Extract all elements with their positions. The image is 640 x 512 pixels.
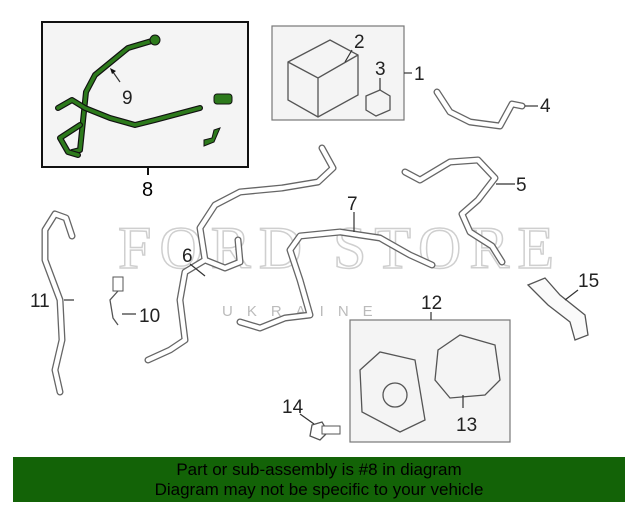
callout-13: 13 (456, 415, 477, 436)
part-5-tube[interactable] (401, 156, 515, 266)
callout-14: 14 (282, 397, 304, 418)
callout-8: 8 (142, 179, 153, 201)
callout-4: 4 (540, 96, 551, 117)
part-4-tube[interactable] (433, 88, 538, 130)
callout-9: 9 (122, 88, 133, 109)
part-1-canister-box[interactable] (271, 25, 412, 121)
part-8-assembly-box[interactable] (41, 21, 249, 168)
callout-2: 2 (354, 32, 365, 53)
callout-12: 12 (421, 293, 442, 314)
part-14-bolt[interactable] (299, 413, 341, 441)
part-12-box[interactable] (349, 312, 511, 443)
callout-7: 7 (347, 194, 358, 215)
part-6-hose[interactable] (144, 144, 337, 364)
part-11-hose[interactable] (41, 210, 76, 396)
banner-line-2: Diagram may not be specific to your vehi… (154, 480, 484, 499)
callout-6: 6 (182, 246, 193, 267)
part-15-hose[interactable] (526, 277, 589, 341)
part-10-sensor[interactable] (109, 276, 136, 326)
callout-10: 10 (139, 306, 160, 327)
callout-11: 11 (30, 291, 50, 312)
banner-line-1: Part or sub-assembly is #8 in diagram (176, 460, 462, 479)
callout-15: 15 (578, 271, 599, 292)
info-banner: Part or sub-assembly is #8 in diagram Di… (13, 457, 625, 502)
part-7-tube[interactable] (236, 212, 436, 332)
callout-1: 1 (414, 64, 425, 85)
watermark-subtext: UKRAINE (222, 303, 387, 320)
callout-3: 3 (375, 59, 386, 80)
callout-5: 5 (516, 175, 527, 196)
